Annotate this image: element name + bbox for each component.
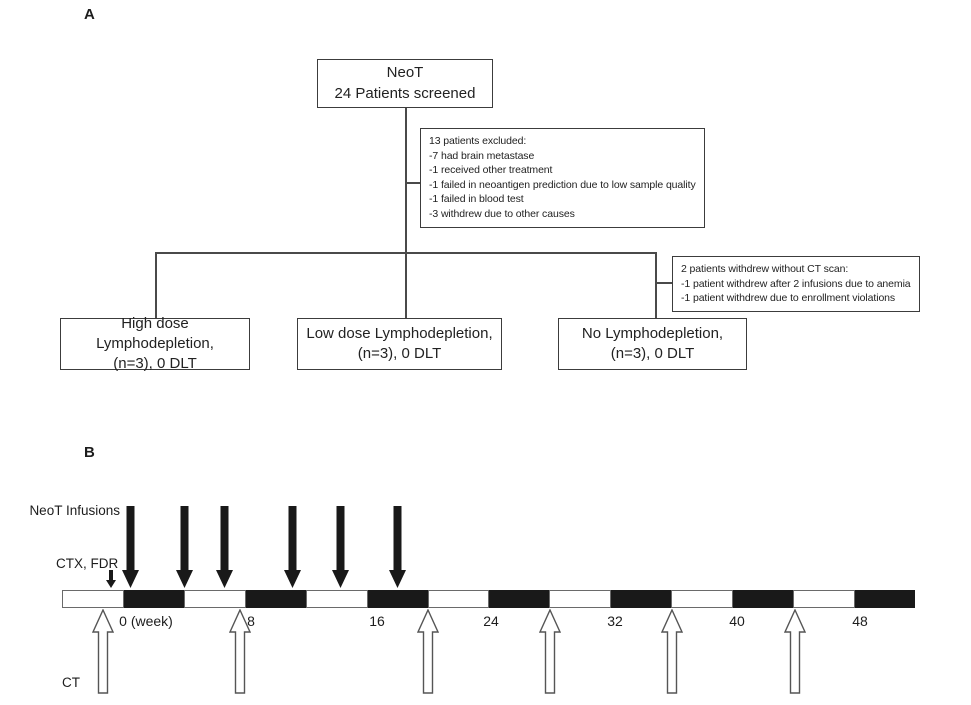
bar-segment-white bbox=[427, 590, 490, 608]
arm-box-high-line1: High dose Lymphodepletion, bbox=[96, 314, 214, 352]
week-label: 16 bbox=[369, 613, 385, 629]
bar-segment-white bbox=[183, 590, 246, 608]
panel-b-label: B bbox=[84, 444, 95, 461]
ct-scan-arrow bbox=[538, 608, 562, 699]
neot-infusion-arrow bbox=[175, 506, 193, 593]
week-label: 24 bbox=[483, 613, 499, 629]
arm-box-no-line1: No Lymphodepletion, bbox=[581, 324, 724, 342]
bar-segment-white bbox=[62, 590, 124, 608]
ct-scan-arrow bbox=[228, 608, 252, 699]
exclusion-line: -1 failed in blood test bbox=[429, 193, 524, 206]
week-label: 0 (week) bbox=[119, 613, 173, 629]
ct-scan-arrow bbox=[416, 608, 440, 699]
bar-segment-black bbox=[854, 590, 915, 608]
screening-box-line2: 24 Patients screened bbox=[334, 84, 476, 102]
screening-box-line1: NeoT bbox=[386, 64, 424, 82]
ctx-fdr-arrow bbox=[106, 570, 116, 593]
arm-box-no-line2: (n=3), 0 DLT bbox=[610, 345, 695, 362]
drop-line-low bbox=[405, 252, 407, 318]
neot-infusion-arrow bbox=[121, 506, 139, 593]
neot-infusion-arrow bbox=[283, 506, 301, 593]
bar-segment-black bbox=[367, 590, 428, 608]
drop-line-high bbox=[155, 252, 157, 318]
drop-line-no bbox=[655, 252, 657, 318]
neot-infusions-label: NeoT Infusions bbox=[29, 503, 120, 518]
exclusion-line: -7 had brain metastase bbox=[429, 149, 535, 162]
bar-segment-black bbox=[733, 590, 794, 608]
withdrawal-line: -1 patient withdrew due to enrollment vi… bbox=[681, 292, 896, 305]
withdrawal-box: 2 patients withdrew without CT scan: -1 … bbox=[672, 256, 920, 312]
arm-box-high-dose: High dose Lymphodepletion, (n=3), 0 DLT bbox=[60, 315, 250, 372]
bar-segment-white bbox=[305, 590, 368, 608]
ct-scan-arrow bbox=[91, 608, 115, 699]
ct-label: CT bbox=[62, 675, 80, 690]
ctx-fdr-label: CTX, FDR bbox=[56, 556, 119, 571]
withdrawal-line: -1 patient withdrew after 2 infusions du… bbox=[681, 277, 911, 290]
exclusion-connector-line bbox=[405, 182, 421, 184]
week-label: 40 bbox=[729, 613, 745, 629]
week-label: 32 bbox=[607, 613, 623, 629]
screening-box: NeoT 24 Patients screened bbox=[317, 59, 493, 108]
arm-box-high-line2: (n=3), 0 DLT bbox=[113, 355, 197, 373]
exclusion-line: -1 received other treatment bbox=[429, 164, 553, 177]
withdrawal-connector-line bbox=[655, 282, 673, 284]
ct-scan-arrow bbox=[660, 608, 684, 699]
exclusion-box: 13 patients excluded: -7 had brain metas… bbox=[420, 128, 705, 228]
neot-infusion-arrow bbox=[331, 506, 349, 593]
week-label: 48 bbox=[852, 613, 868, 629]
stem-line bbox=[405, 108, 407, 252]
bar-segment-white bbox=[793, 590, 855, 608]
exclusion-line: 13 patients excluded: bbox=[429, 135, 527, 147]
exclusion-line: -3 withdrew due to other causes bbox=[429, 207, 575, 220]
schedule-bar bbox=[62, 590, 915, 608]
bar-segment-white bbox=[549, 590, 612, 608]
week-label: 8 bbox=[247, 613, 255, 629]
arm-box-low-dose: Low dose Lymphodepletion, (n=3), 0 DLT bbox=[297, 318, 502, 370]
bar-segment-black bbox=[123, 590, 184, 608]
withdrawal-line: 2 patients withdrew without CT scan: bbox=[681, 263, 849, 275]
arm-box-no-lympho: No Lymphodepletion, (n=3), 0 DLT bbox=[558, 318, 747, 370]
bar-segment-black bbox=[611, 590, 672, 608]
neot-infusion-arrow bbox=[388, 506, 406, 593]
bar-segment-white bbox=[671, 590, 734, 608]
exclusion-line: -1 failed in neoantigen prediction due t… bbox=[429, 178, 696, 191]
bar-segment-black bbox=[245, 590, 306, 608]
panel-a-label: A bbox=[84, 6, 95, 23]
arm-box-low-line1: Low dose Lymphodepletion, bbox=[306, 324, 493, 342]
ct-scan-arrow bbox=[783, 608, 807, 699]
arm-box-low-line2: (n=3), 0 DLT bbox=[357, 345, 442, 362]
bar-segment-black bbox=[489, 590, 550, 608]
neot-infusion-arrow bbox=[215, 506, 233, 593]
